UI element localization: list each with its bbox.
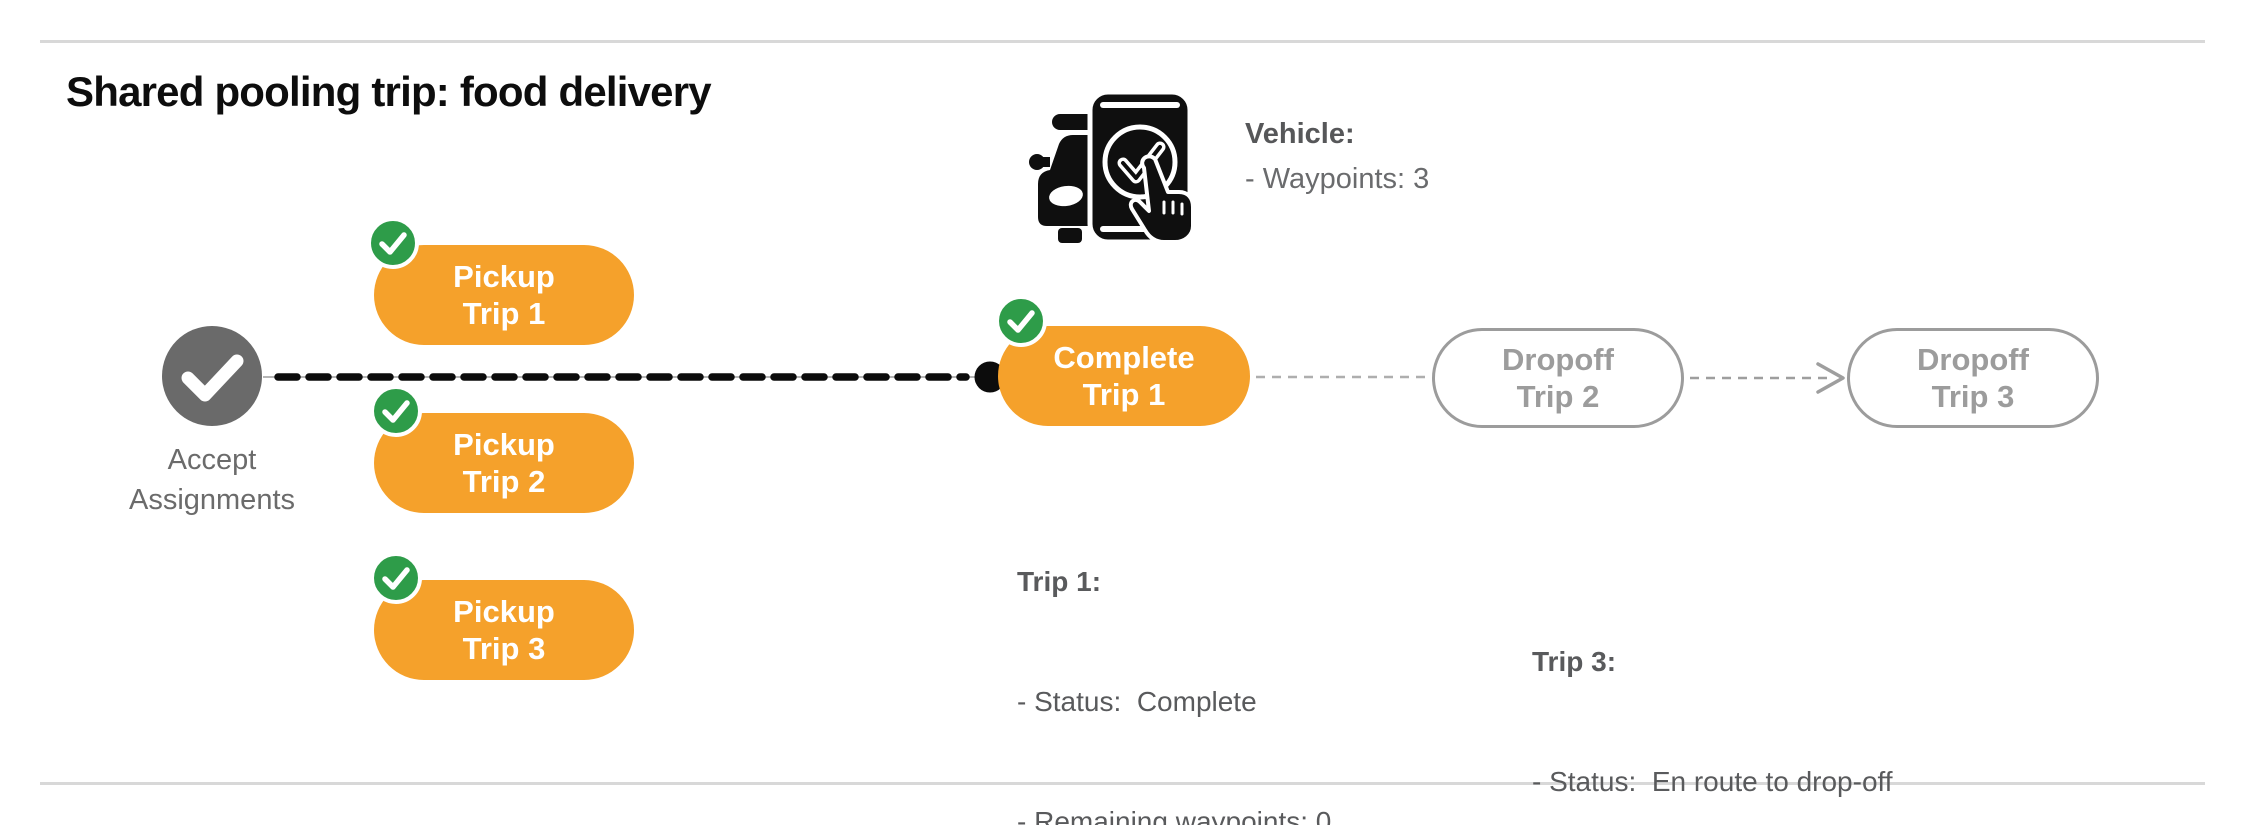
pickup-trip-2-line2: Trip 2 <box>462 464 546 499</box>
dropoff-trip-2-line1: Dropoff <box>1502 342 1614 377</box>
accept-label-line2: Assignments <box>128 484 295 516</box>
complete-trip-1-line2: Trip 1 <box>1082 377 1166 412</box>
pickup-trip-1-line2: Trip 1 <box>462 296 546 331</box>
trip-status-block-right: Trip 3: - Status: En route to drop-off -… <box>1532 562 1893 825</box>
vehicle-phone-check-icon <box>1028 89 1198 248</box>
dropoff-trip-3-line1: Dropoff <box>1917 342 2029 377</box>
vehicle-info: Vehicle: - Waypoints: 3 <box>1245 112 1429 202</box>
page-title: Shared pooling trip: food delivery <box>66 68 712 115</box>
arrow-right-icon <box>1816 362 1845 394</box>
bottom-divider <box>40 782 2205 785</box>
pickup-trip-1-node: Pickup Trip 1 <box>374 245 634 345</box>
check-badge-icon <box>370 552 422 604</box>
dropoff-trip-3-node: Dropoff Trip 3 <box>1847 328 2099 428</box>
dropoff-trip-2-node: Dropoff Trip 2 <box>1432 328 1684 428</box>
trip-3-status: - Status: En route to drop-off <box>1532 766 1893 797</box>
dropoff-trip-3-line2: Trip 3 <box>1931 379 2015 414</box>
trip-3-heading: Trip 3: <box>1532 646 1617 677</box>
pickup-trip-2-node: Pickup Trip 2 <box>374 413 634 513</box>
dropoff-trip-2-line2: Trip 2 <box>1516 379 1600 414</box>
top-divider <box>40 40 2205 43</box>
check-badge-icon <box>367 217 419 269</box>
accept-assignments-label: Accept Assignments <box>62 440 362 520</box>
vehicle-waypoints-text: - Waypoints: 3 <box>1245 163 1430 195</box>
trip-1-waypoints: - Remaining waypoints: 0 <box>1017 806 1332 825</box>
accept-assignments-node <box>162 326 262 426</box>
complete-trip-1-line1: Complete <box>1053 340 1195 375</box>
trip-1-status: - Status: Complete <box>1017 686 1257 717</box>
accept-label-line1: Accept <box>167 444 257 476</box>
pickup-trip-1-line1: Pickup <box>453 259 555 294</box>
check-badge-icon <box>995 295 1047 347</box>
complete-trip-1-node: Complete Trip 1 <box>998 326 1250 426</box>
trip-1-heading: Trip 1: <box>1017 566 1102 597</box>
check-icon <box>181 354 244 402</box>
check-badge-icon <box>370 385 422 437</box>
pickup-trip-3-line2: Trip 3 <box>462 631 546 666</box>
vehicle-info-label: Vehicle: <box>1245 118 1355 150</box>
trip-status-block-left: Trip 1: - Status: Complete - Remaining w… <box>1017 482 1378 825</box>
pickup-trip-2-line1: Pickup <box>453 427 555 462</box>
pickup-trip-3-node: Pickup Trip 3 <box>374 580 634 680</box>
pickup-trip-3-line1: Pickup <box>453 594 555 629</box>
